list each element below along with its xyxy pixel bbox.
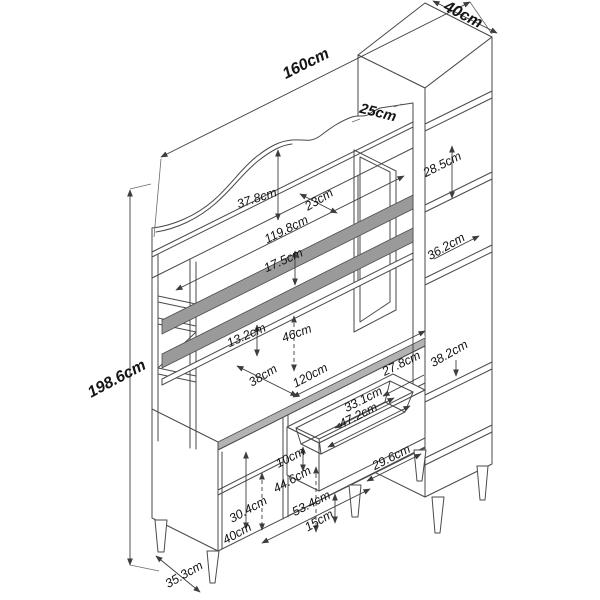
dim-line-hutch-inner-width xyxy=(175,175,405,291)
left-frame-posts xyxy=(151,251,197,450)
desk-surface xyxy=(152,259,425,442)
cubby-shelf xyxy=(217,456,284,496)
dim-label-height-total: 198.6cm xyxy=(85,357,149,402)
tall-shelf-2 xyxy=(424,171,493,213)
base-leg-front-left xyxy=(154,519,168,553)
dim-line-desk-depth xyxy=(236,365,298,397)
dim-line-drawer-front-height xyxy=(366,453,422,482)
dim-line-width-total xyxy=(160,1,471,158)
base-leg-corner xyxy=(206,550,220,584)
dim-label-width-total: 160cm xyxy=(280,45,332,82)
base-leg-middle xyxy=(348,484,362,518)
dim-line-drawer-side-depth xyxy=(382,374,425,397)
dim-line-base-front-diag xyxy=(261,488,371,544)
dim-label-base-side-depth: 35.3cm xyxy=(163,558,206,591)
tall-cabinet-shelf-face xyxy=(424,36,493,498)
dim-line-tall-gap-mid xyxy=(433,235,480,260)
tall-shelf-3 xyxy=(424,244,493,286)
ext-height-total xyxy=(129,183,160,572)
dim-line-tall-depth xyxy=(432,0,498,34)
dim-line-base-width xyxy=(292,330,426,398)
tall-cabinet-back-leg xyxy=(476,465,489,501)
ticks-hutch-depth xyxy=(351,103,403,123)
tall-shelf-5 xyxy=(424,424,493,466)
dim-line-base-side-depth xyxy=(155,555,201,593)
dimension-lines xyxy=(127,0,498,593)
dim-line-drawer-outer-width xyxy=(327,405,411,448)
tall-shelf-4 xyxy=(424,361,493,403)
tall-cabinet-front-leg xyxy=(431,496,445,534)
